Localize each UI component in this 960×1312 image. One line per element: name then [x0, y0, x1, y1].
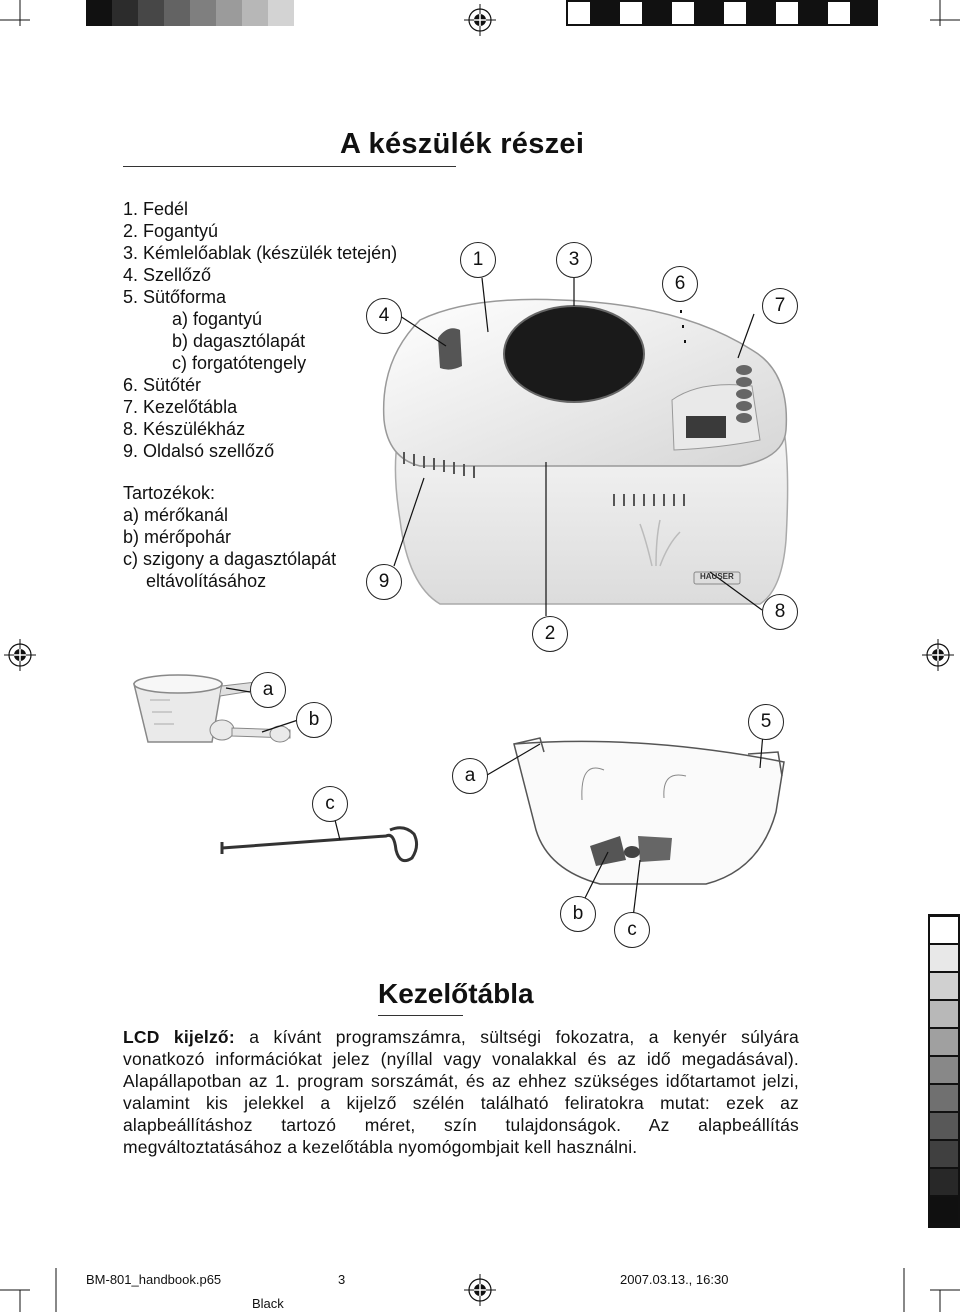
swatch	[930, 1141, 958, 1167]
swatch	[670, 0, 696, 26]
accessories-heading: Tartozékok:	[123, 483, 216, 503]
swatch	[592, 0, 618, 26]
list-item: b) mérőpohár	[123, 527, 232, 547]
swatch	[826, 0, 852, 26]
swatch	[930, 1057, 958, 1083]
callout-acc-c: c	[312, 786, 348, 822]
footer-file: BM-801_handbook.p65	[86, 1272, 222, 1287]
title-rule	[123, 166, 456, 167]
list-item: c) szigony a dagasztólapát	[123, 549, 337, 569]
list-item: 5. Sütőforma	[123, 287, 227, 307]
list-item: 3. Kémlelőablak (készülék tetején)	[123, 243, 398, 263]
swatch	[930, 1001, 958, 1027]
footer-color: Black	[252, 1296, 284, 1311]
swatch	[930, 1169, 958, 1195]
callout-5: 5	[748, 704, 784, 740]
swatch	[138, 0, 164, 26]
swatch	[696, 0, 722, 26]
swatch	[190, 0, 216, 26]
list-item: a) mérőkanál	[123, 505, 229, 525]
section-rule	[378, 1015, 463, 1016]
swatch	[86, 0, 112, 26]
swatch	[930, 1197, 958, 1223]
swatch	[930, 973, 958, 999]
callout-acc-a: a	[250, 672, 286, 708]
list-item: b) dagasztólapát	[172, 331, 306, 351]
lcd-label: LCD kijelző:	[123, 1027, 235, 1047]
swatch	[852, 0, 878, 26]
callout-7: 7	[762, 288, 798, 324]
callout-pan-b: b	[560, 896, 596, 932]
list-item: 4. Szellőző	[123, 265, 212, 285]
callout-pan-a: a	[452, 758, 488, 794]
registration-target-icon	[464, 4, 496, 36]
swatch	[566, 0, 592, 26]
callout-2: 2	[532, 616, 568, 652]
swatch	[930, 1113, 958, 1139]
callout-4: 4	[366, 298, 402, 334]
swatch	[216, 0, 242, 26]
swatch	[930, 917, 958, 943]
list-item: 6. Sütőtér	[123, 375, 202, 395]
swatch	[748, 0, 774, 26]
lcd-description: LCD kijelző: a kívánt programszámra, sül…	[123, 1026, 799, 1158]
list-item: 9. Oldalsó szellőző	[123, 441, 275, 461]
list-item: eltávolításához	[146, 571, 267, 591]
swatch	[268, 0, 294, 26]
section-title: Kezelőtábla	[378, 978, 534, 1009]
callout-8: 8	[762, 594, 798, 630]
list-item: a) fogantyú	[172, 309, 263, 329]
footer-date: 2007.03.13., 16:30	[620, 1272, 729, 1287]
callout-acc-b: b	[296, 702, 332, 738]
side-grayscale-bar	[928, 914, 960, 1228]
swatch	[800, 0, 826, 26]
swatch	[644, 0, 670, 26]
swatch	[930, 1029, 958, 1055]
list-item: 1. Fedél	[123, 199, 189, 219]
swatch	[722, 0, 748, 26]
list-item: 2. Fogantyú	[123, 221, 219, 241]
callout-3: 3	[556, 242, 592, 278]
list-item: c) forgatótengely	[172, 353, 307, 373]
list-item: 7. Kezelőtábla	[123, 397, 238, 417]
registration-target-icon	[464, 1274, 496, 1306]
lcd-text: a kívánt programszámra, sültségi fokozat…	[123, 1027, 799, 1157]
swatch	[112, 0, 138, 26]
swatch	[930, 945, 958, 971]
callout-6: 6	[662, 266, 698, 302]
footer-page-number: 3	[338, 1272, 346, 1287]
page-title: A készülék részei	[340, 128, 585, 160]
swatch	[164, 0, 190, 26]
brand-label: HAUSER	[700, 572, 734, 581]
swatch	[930, 1085, 958, 1111]
callout-9: 9	[366, 564, 402, 600]
swatch	[774, 0, 800, 26]
registration-target-icon	[4, 639, 36, 671]
swatch	[242, 0, 268, 26]
swatch	[618, 0, 644, 26]
callout-pan-c: c	[614, 912, 650, 948]
registration-target-icon	[922, 639, 954, 671]
list-item: 8. Készülékház	[123, 419, 246, 439]
callout-1: 1	[460, 242, 496, 278]
